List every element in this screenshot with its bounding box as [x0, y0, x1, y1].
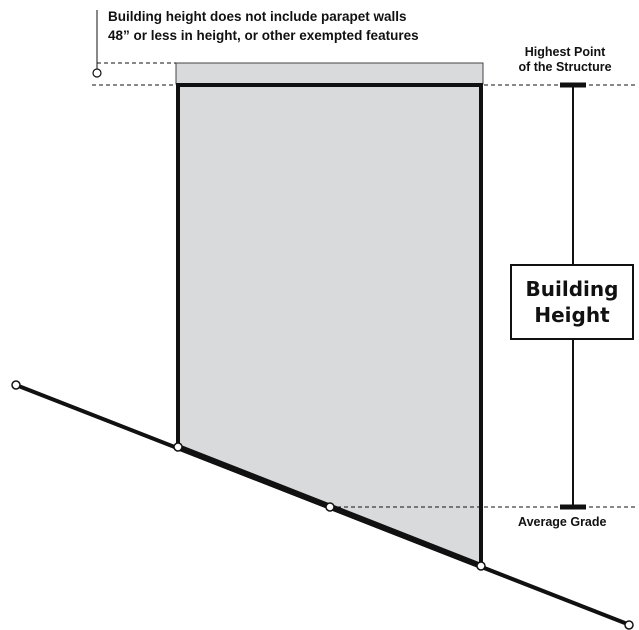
building-height-label-box: Building Height — [510, 264, 634, 340]
building-body — [178, 85, 481, 566]
parapet-annotation: Building height does not include parapet… — [108, 7, 419, 45]
average-grade-label: Average Grade — [518, 515, 607, 529]
annotation-leader-end — [92, 68, 102, 78]
building-left-base-point — [173, 442, 183, 452]
highest-point-label-line1: Highest Point — [524, 45, 606, 59]
highest-point-label: Highest Point of the Structure — [500, 45, 630, 75]
ground-end-point — [624, 620, 634, 630]
parapet-annotation-line1: Building height does not include parapet… — [108, 9, 407, 24]
average-grade-point — [325, 502, 335, 512]
parapet-annotation-line2: 48” or less in height, or other exempted… — [108, 28, 419, 43]
building-height-label-line1: Building — [525, 277, 619, 301]
ground-start-point — [11, 380, 21, 390]
building-height-label-line2: Height — [534, 303, 610, 327]
highest-point-label-line2: of the Structure — [518, 60, 612, 74]
building-right-base-point — [476, 561, 486, 571]
parapet — [175, 62, 484, 85]
